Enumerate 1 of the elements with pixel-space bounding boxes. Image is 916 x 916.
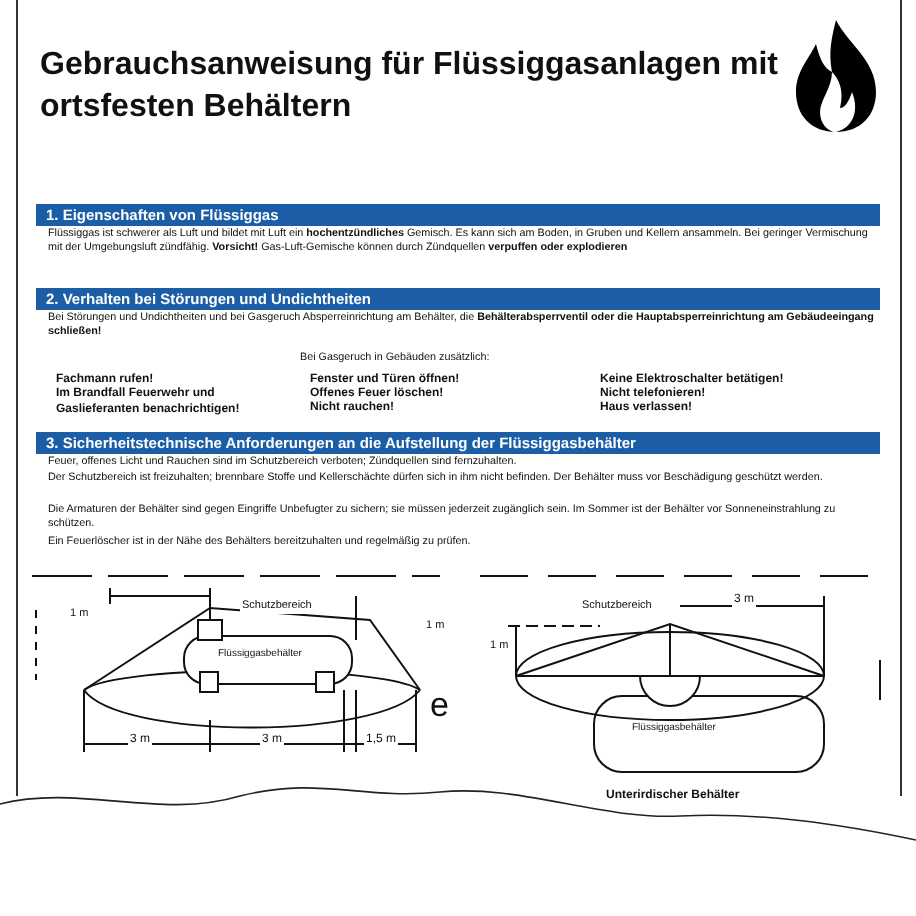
title: Gebrauchsanweisung für Flüssiggasanlagen mit ortsfesten Behältern <box>40 46 780 128</box>
